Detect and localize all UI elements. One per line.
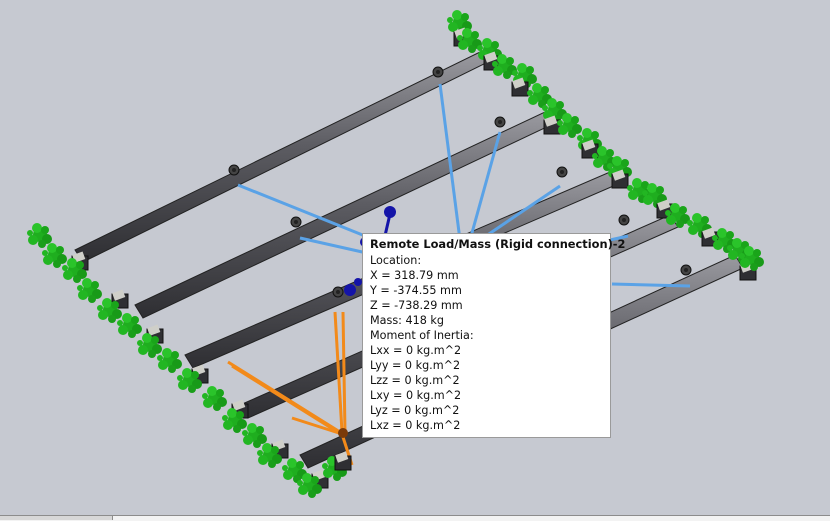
- inertia-lyz: Lyz = 0 kg.m^2: [370, 404, 460, 417]
- remote-mass-connections-orange: [227, 311, 354, 466]
- remote-load-tooltip: Remote Load/Mass (Rigid connection)-2 Lo…: [362, 233, 626, 438]
- inertia-label: Moment of Inertia:: [370, 329, 474, 342]
- location-z: Z = -738.29 mm: [370, 299, 463, 312]
- location-label: Location:: [370, 254, 422, 267]
- bottom-tab-bar: [0, 515, 830, 521]
- bottom-tab[interactable]: [0, 516, 113, 520]
- mass-value: Mass: 418 kg: [370, 314, 444, 327]
- inertia-lzz: Lzz = 0 kg.m^2: [370, 374, 460, 387]
- inertia-lxz: Lxz = 0 kg.m^2: [370, 419, 461, 432]
- inertia-lxy: Lxy = 0 kg.m^2: [370, 389, 462, 402]
- inertia-lxx: Lxx = 0 kg.m^2: [370, 344, 462, 357]
- location-y: Y = -374.55 mm: [370, 284, 462, 297]
- tooltip-title: Remote Load/Mass (Rigid connection)-2: [370, 237, 626, 251]
- remote-mass-point[interactable]: [338, 428, 348, 438]
- inertia-lyy: Lyy = 0 kg.m^2: [370, 359, 461, 372]
- location-x: X = 318.79 mm: [370, 269, 459, 282]
